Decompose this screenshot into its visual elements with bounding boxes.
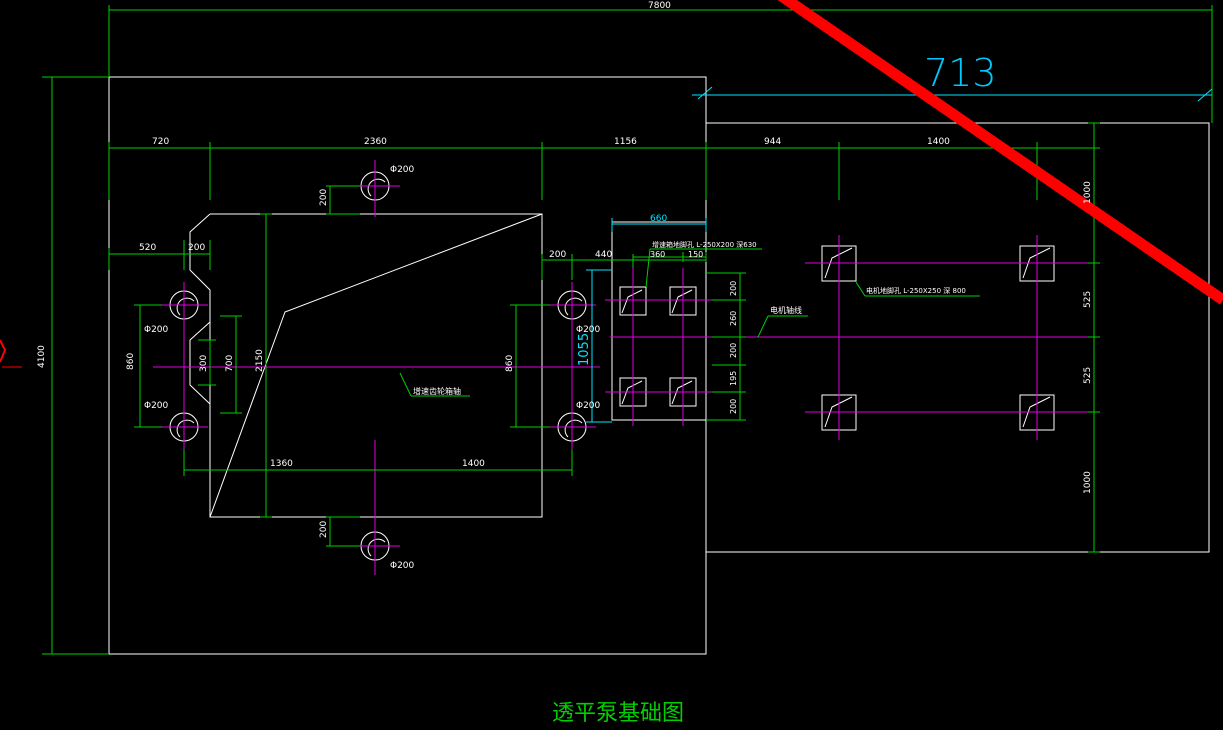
note-gearbox-holes: 增速箱地脚孔 L-250X200 深630: [652, 240, 757, 249]
dim-1156: 1156: [614, 137, 637, 147]
dim-440: 440: [595, 250, 612, 260]
dim-700: 700: [225, 355, 235, 372]
dim-200d: 200: [549, 250, 566, 260]
dim-1400a: 1400: [927, 137, 950, 147]
dim-944: 944: [764, 137, 781, 147]
dim-660: 660: [650, 214, 667, 224]
square-pockets: [619, 245, 1055, 431]
red-strike-line: [777, 0, 1223, 305]
label-phi200-right-upper: Φ200: [576, 325, 601, 335]
dim-720: 720: [152, 137, 169, 147]
dim-200-bottom-hole: 200: [319, 521, 329, 538]
label-phi200-bottom: Φ200: [390, 561, 415, 571]
dim-860a: 860: [126, 353, 136, 370]
outline-geometry: [108, 76, 1210, 655]
note-motor-axis: 电机轴线: [770, 305, 802, 315]
dim-total-height: 4100: [37, 345, 47, 368]
dim-1400b: 1400: [462, 459, 485, 469]
dim-200e: 200: [729, 281, 738, 296]
dim-860b: 860: [505, 355, 515, 372]
dim-1000b: 1000: [1083, 471, 1093, 494]
center-lines: [153, 160, 1100, 575]
drawing-title: 透平泵基础图: [552, 701, 684, 726]
note-gearbox-axis: 增速齿轮箱轴: [413, 386, 461, 396]
dim-2150: 2150: [255, 349, 265, 372]
dim-200a: 200: [188, 243, 205, 253]
dim-195: 195: [729, 371, 738, 386]
note-motor-holes: 电机地脚孔 L-250X250 深 800: [866, 286, 966, 295]
hole-labels: Φ200 Φ200 Φ200 Φ200 Φ200 Φ200: [144, 165, 601, 571]
dim-total-width: 7800: [648, 1, 671, 11]
dim-300: 300: [199, 355, 209, 372]
dimension-text: 7800 4100 713 720 2360 1156 944 1400 520…: [37, 1, 1093, 538]
dim-200g: 200: [729, 399, 738, 414]
notes: 增速齿轮箱轴 增速箱地脚孔 L-250X200 深630 电机轴线 电机地脚孔 …: [413, 240, 966, 396]
dim-200-top-hole: 200: [319, 189, 329, 206]
label-phi200-right-lower: Φ200: [576, 401, 601, 411]
label-phi200-left-lower: Φ200: [144, 401, 169, 411]
dim-1055: 1055: [577, 333, 592, 366]
label-phi200-left-upper: Φ200: [144, 325, 169, 335]
cyan-dimensions: [586, 86, 1213, 423]
dim-260: 260: [729, 311, 738, 326]
red-markup: [0, 0, 1223, 368]
dim-2360: 2360: [364, 137, 387, 147]
dim-520: 520: [139, 243, 156, 253]
dim-1360: 1360: [270, 459, 293, 469]
dim-1000a: 1000: [1083, 181, 1093, 204]
dim-150: 150: [688, 250, 703, 259]
dim-200f: 200: [729, 343, 738, 358]
dimension-lines: [42, 5, 1213, 655]
dim-713: 713: [924, 51, 997, 95]
dim-360: 360: [650, 250, 665, 259]
dim-525b: 525: [1083, 367, 1093, 384]
gearbox-pad-outline: [189, 213, 543, 518]
gearbox-pad-notch: [189, 321, 211, 405]
label-phi200-top: Φ200: [390, 165, 415, 175]
dim-525a: 525: [1083, 291, 1093, 308]
gearbox-holes-frame: [611, 221, 707, 421]
gearbox-diagonal: [209, 213, 543, 518]
